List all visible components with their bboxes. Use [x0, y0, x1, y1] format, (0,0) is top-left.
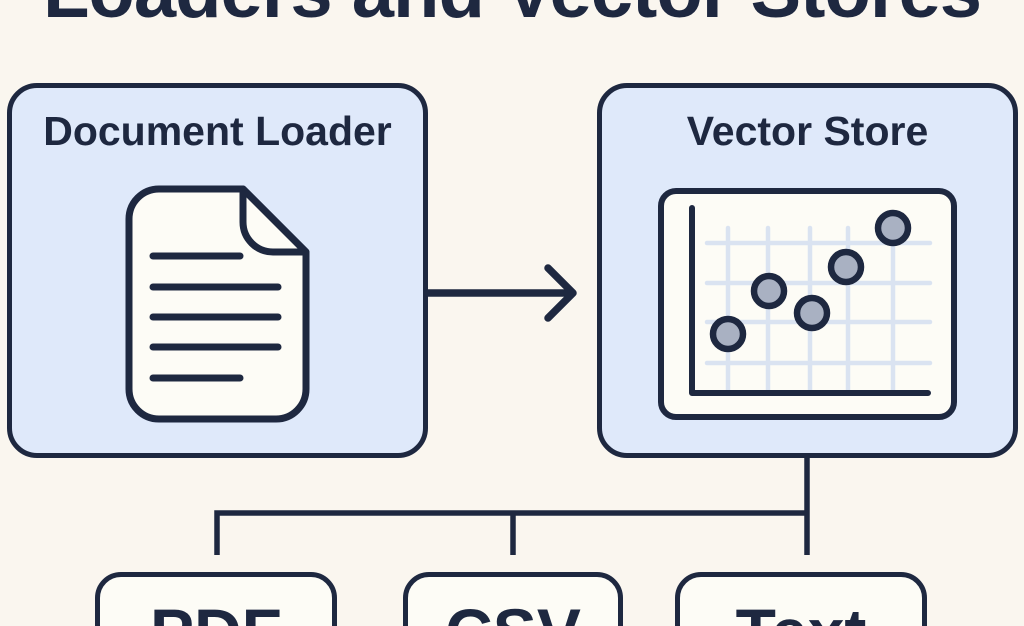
scatter-chart-icon [658, 188, 957, 420]
csv-label: CSV [408, 577, 618, 626]
connector-horizontal-and-left-drop [214, 510, 807, 555]
document-icon [125, 185, 310, 423]
chart-dot [793, 294, 831, 332]
node-pdf: PDF [95, 572, 337, 626]
node-document-loader: Document Loader [7, 83, 428, 458]
vector-store-label: Vector Store [686, 108, 929, 154]
document-text-lines [149, 252, 282, 382]
node-csv: CSV [403, 572, 623, 626]
chart-dot [750, 272, 788, 310]
chart-dot [874, 209, 912, 247]
node-text: Text [675, 572, 927, 626]
arrow-right-icon [424, 264, 577, 322]
arrow-head [544, 264, 577, 322]
chart-dot [827, 248, 865, 286]
document-loader-label: Document Loader [43, 108, 392, 154]
chart-dots [709, 209, 912, 353]
chart-axes [689, 205, 931, 396]
page-title: Loaders and Vector Stores [0, 0, 1024, 30]
document-fold-corner [239, 185, 310, 256]
pdf-label: PDF [100, 577, 332, 626]
node-vector-store: Vector Store [597, 83, 1018, 458]
branch-connectors [214, 458, 810, 555]
text-label: Text [680, 577, 922, 626]
chart-dot [709, 315, 747, 353]
